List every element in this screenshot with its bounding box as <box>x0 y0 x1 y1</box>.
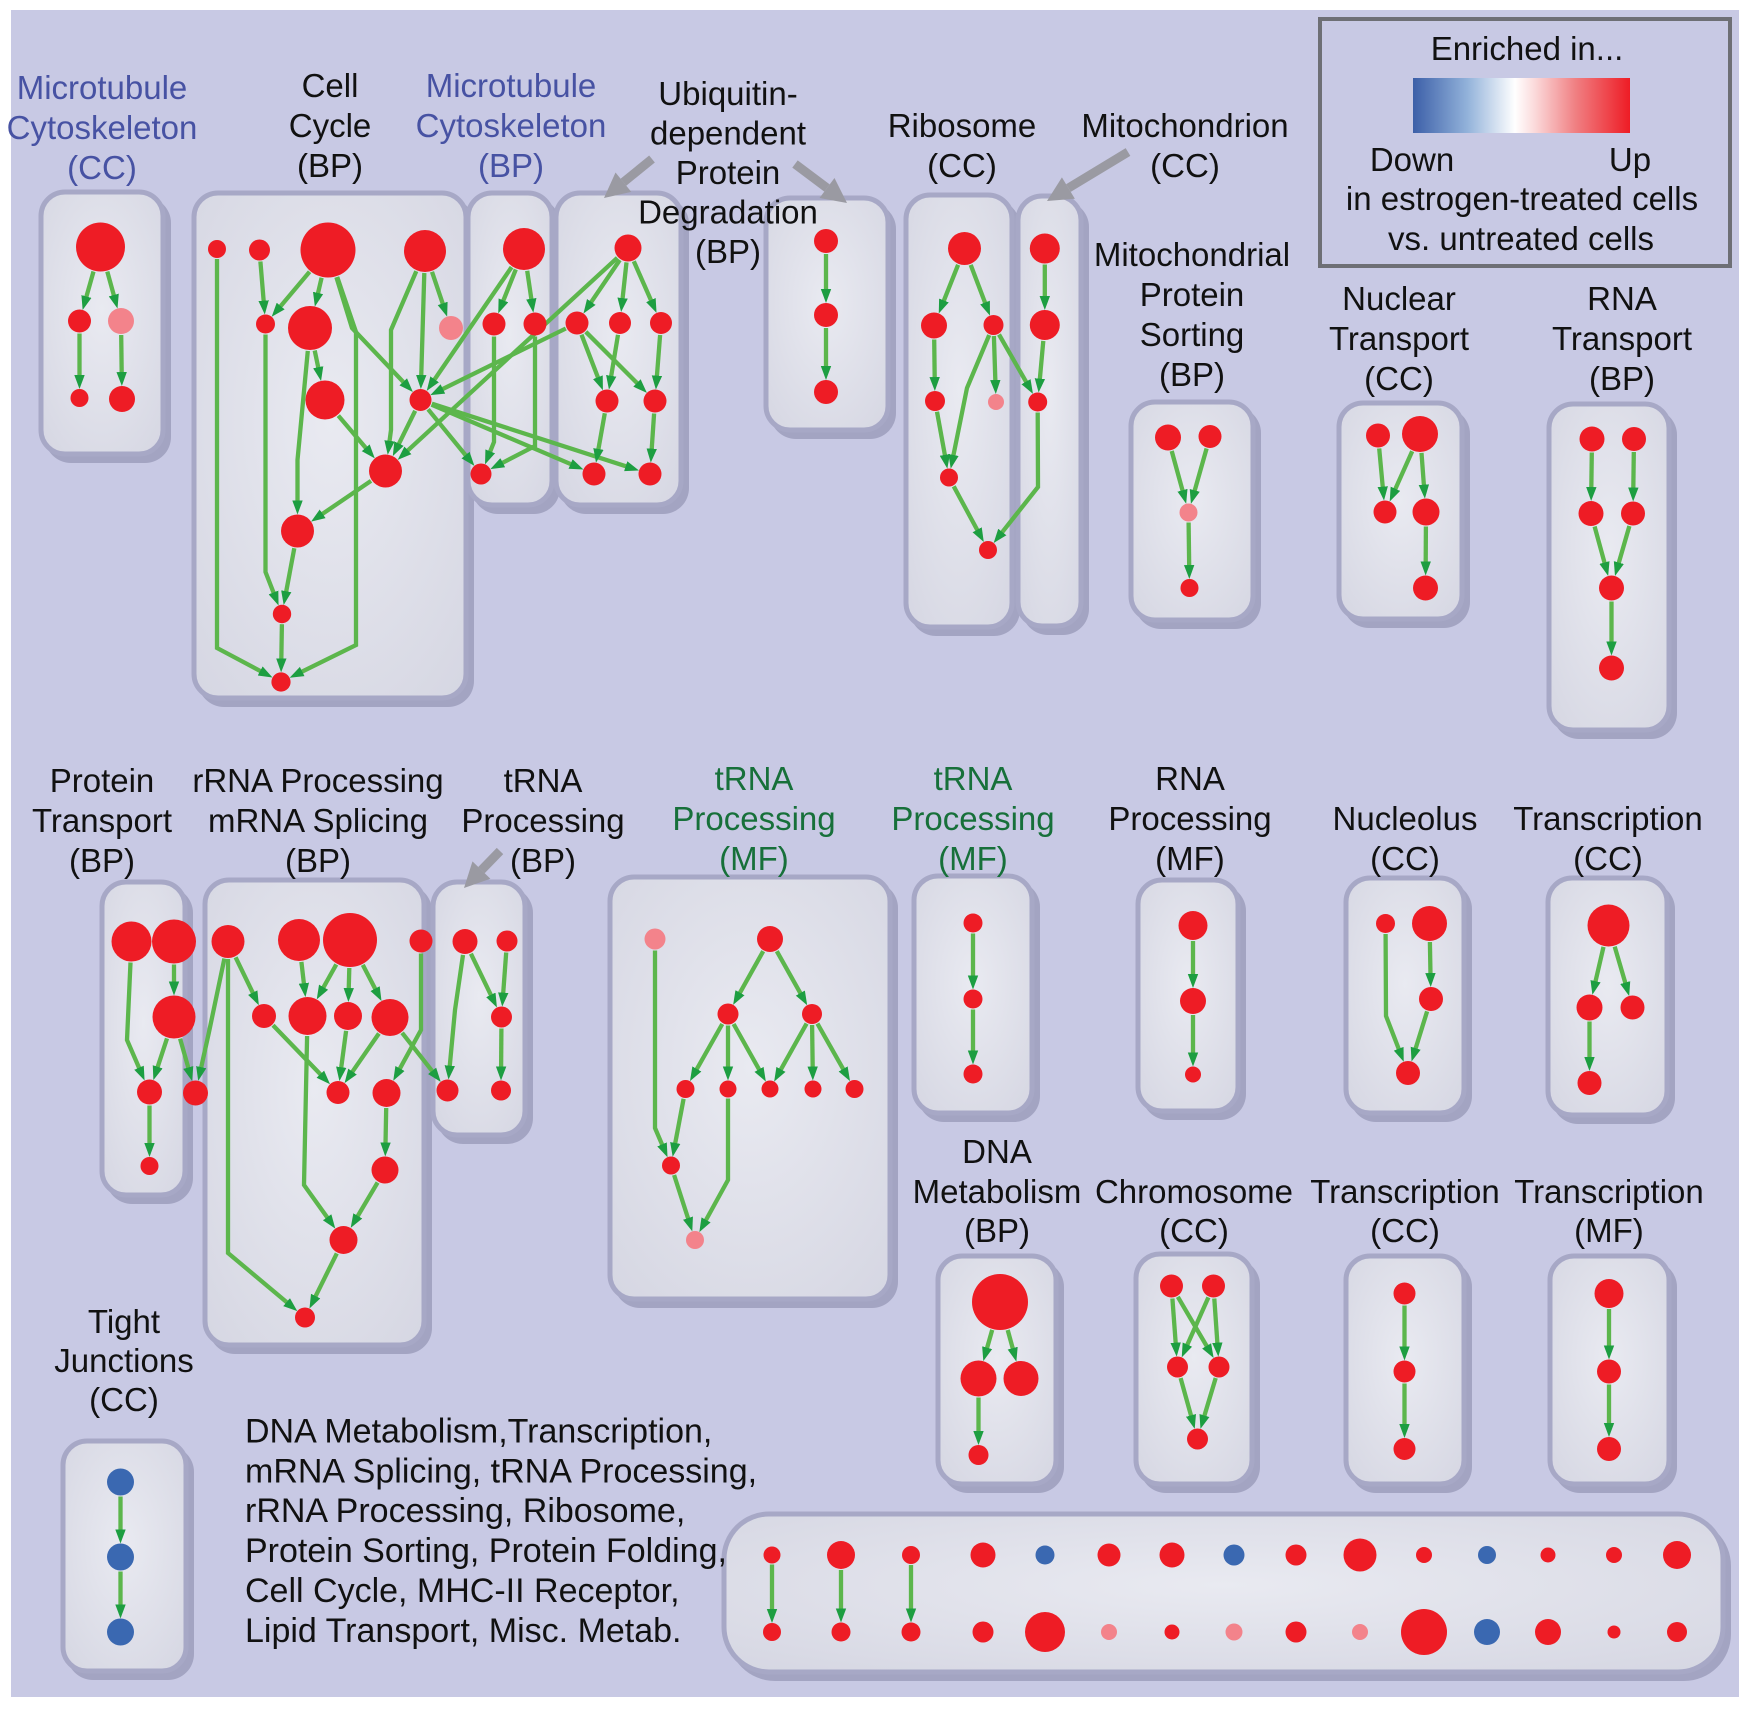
svg-text:mRNA Splicing, tRNA Processing: mRNA Splicing, tRNA Processing, <box>245 1452 757 1490</box>
svg-text:Processing: Processing <box>461 802 624 839</box>
svg-text:rRNA Processing: rRNA Processing <box>192 762 443 799</box>
svg-text:Cell: Cell <box>302 67 359 104</box>
svg-text:DNA: DNA <box>962 1133 1032 1170</box>
svg-text:in estrogen-treated cells: in estrogen-treated cells <box>1346 180 1698 217</box>
svg-text:(CC): (CC) <box>1573 840 1643 877</box>
svg-text:RNA: RNA <box>1155 760 1225 797</box>
svg-text:(BP): (BP) <box>964 1212 1030 1249</box>
svg-text:Microtubule: Microtubule <box>17 69 188 106</box>
svg-text:(BP): (BP) <box>69 842 135 879</box>
svg-text:Sorting: Sorting <box>1140 316 1245 353</box>
svg-text:Metabolism: Metabolism <box>913 1173 1082 1210</box>
svg-text:Transport: Transport <box>1329 320 1469 357</box>
svg-text:Up: Up <box>1609 141 1651 178</box>
svg-text:Ubiquitin-: Ubiquitin- <box>658 75 797 112</box>
svg-text:(BP): (BP) <box>478 147 544 184</box>
svg-text:Transcription: Transcription <box>1514 1173 1704 1210</box>
svg-text:(CC): (CC) <box>1364 360 1434 397</box>
svg-text:Degradation: Degradation <box>638 194 818 231</box>
svg-text:Transcription: Transcription <box>1310 1173 1500 1210</box>
svg-text:Ribosome: Ribosome <box>888 107 1037 144</box>
svg-text:Mitochondrial: Mitochondrial <box>1094 236 1290 273</box>
svg-text:Processing: Processing <box>672 800 835 837</box>
svg-text:Cytoskeleton: Cytoskeleton <box>7 109 198 146</box>
svg-text:tRNA: tRNA <box>934 760 1013 797</box>
svg-text:(BP): (BP) <box>510 842 576 879</box>
svg-text:(CC): (CC) <box>1370 1212 1440 1249</box>
svg-text:Transcription: Transcription <box>1513 800 1703 837</box>
svg-text:Down: Down <box>1370 141 1454 178</box>
svg-text:(CC): (CC) <box>1159 1212 1229 1249</box>
svg-text:Enriched in...: Enriched in... <box>1431 30 1624 67</box>
svg-text:Lipid Transport, Misc. Metab.: Lipid Transport, Misc. Metab. <box>245 1612 682 1650</box>
svg-text:(CC): (CC) <box>67 149 137 186</box>
svg-text:Tight: Tight <box>88 1303 160 1340</box>
svg-text:Chromosome: Chromosome <box>1095 1173 1293 1210</box>
svg-text:vs. untreated cells: vs. untreated cells <box>1388 220 1654 257</box>
svg-text:Protein: Protein <box>676 154 781 191</box>
svg-text:(CC): (CC) <box>1150 147 1220 184</box>
svg-text:(BP): (BP) <box>297 147 363 184</box>
svg-text:(MF): (MF) <box>1574 1212 1644 1249</box>
svg-text:(CC): (CC) <box>927 147 997 184</box>
svg-text:mRNA Splicing: mRNA Splicing <box>208 802 428 839</box>
svg-text:(MF): (MF) <box>938 840 1008 877</box>
svg-text:RNA: RNA <box>1587 280 1657 317</box>
svg-text:tRNA: tRNA <box>504 762 583 799</box>
svg-text:Mitochondrion: Mitochondrion <box>1081 107 1288 144</box>
svg-text:(CC): (CC) <box>89 1381 159 1418</box>
svg-text:Nuclear: Nuclear <box>1342 280 1456 317</box>
svg-text:Transport: Transport <box>32 802 172 839</box>
svg-text:Nucleolus: Nucleolus <box>1333 800 1478 837</box>
svg-text:Cycle: Cycle <box>289 107 372 144</box>
svg-text:Protein: Protein <box>50 762 155 799</box>
svg-text:(BP): (BP) <box>1589 360 1655 397</box>
svg-text:(BP): (BP) <box>695 233 761 270</box>
svg-text:tRNA: tRNA <box>715 760 794 797</box>
svg-text:Processing: Processing <box>1108 800 1271 837</box>
svg-text:Cell Cycle, MHC-II Receptor,: Cell Cycle, MHC-II Receptor, <box>245 1572 680 1610</box>
svg-text:Cytoskeleton: Cytoskeleton <box>416 107 607 144</box>
svg-text:(MF): (MF) <box>719 840 789 877</box>
svg-text:Microtubule: Microtubule <box>426 67 597 104</box>
svg-text:(CC): (CC) <box>1370 840 1440 877</box>
svg-text:(BP): (BP) <box>1159 356 1225 393</box>
svg-text:(MF): (MF) <box>1155 840 1225 877</box>
svg-text:Protein Sorting, Protein Foldi: Protein Sorting, Protein Folding, <box>245 1532 727 1570</box>
svg-text:Transport: Transport <box>1552 320 1692 357</box>
svg-text:(BP): (BP) <box>285 842 351 879</box>
svg-text:Processing: Processing <box>891 800 1054 837</box>
svg-text:Junctions: Junctions <box>54 1342 193 1379</box>
svg-text:dependent: dependent <box>650 115 806 152</box>
svg-text:DNA Metabolism,Transcription,: DNA Metabolism,Transcription, <box>245 1412 712 1450</box>
svg-text:Protein: Protein <box>1140 276 1245 313</box>
svg-text:rRNA Processing, Ribosome,: rRNA Processing, Ribosome, <box>245 1492 685 1530</box>
